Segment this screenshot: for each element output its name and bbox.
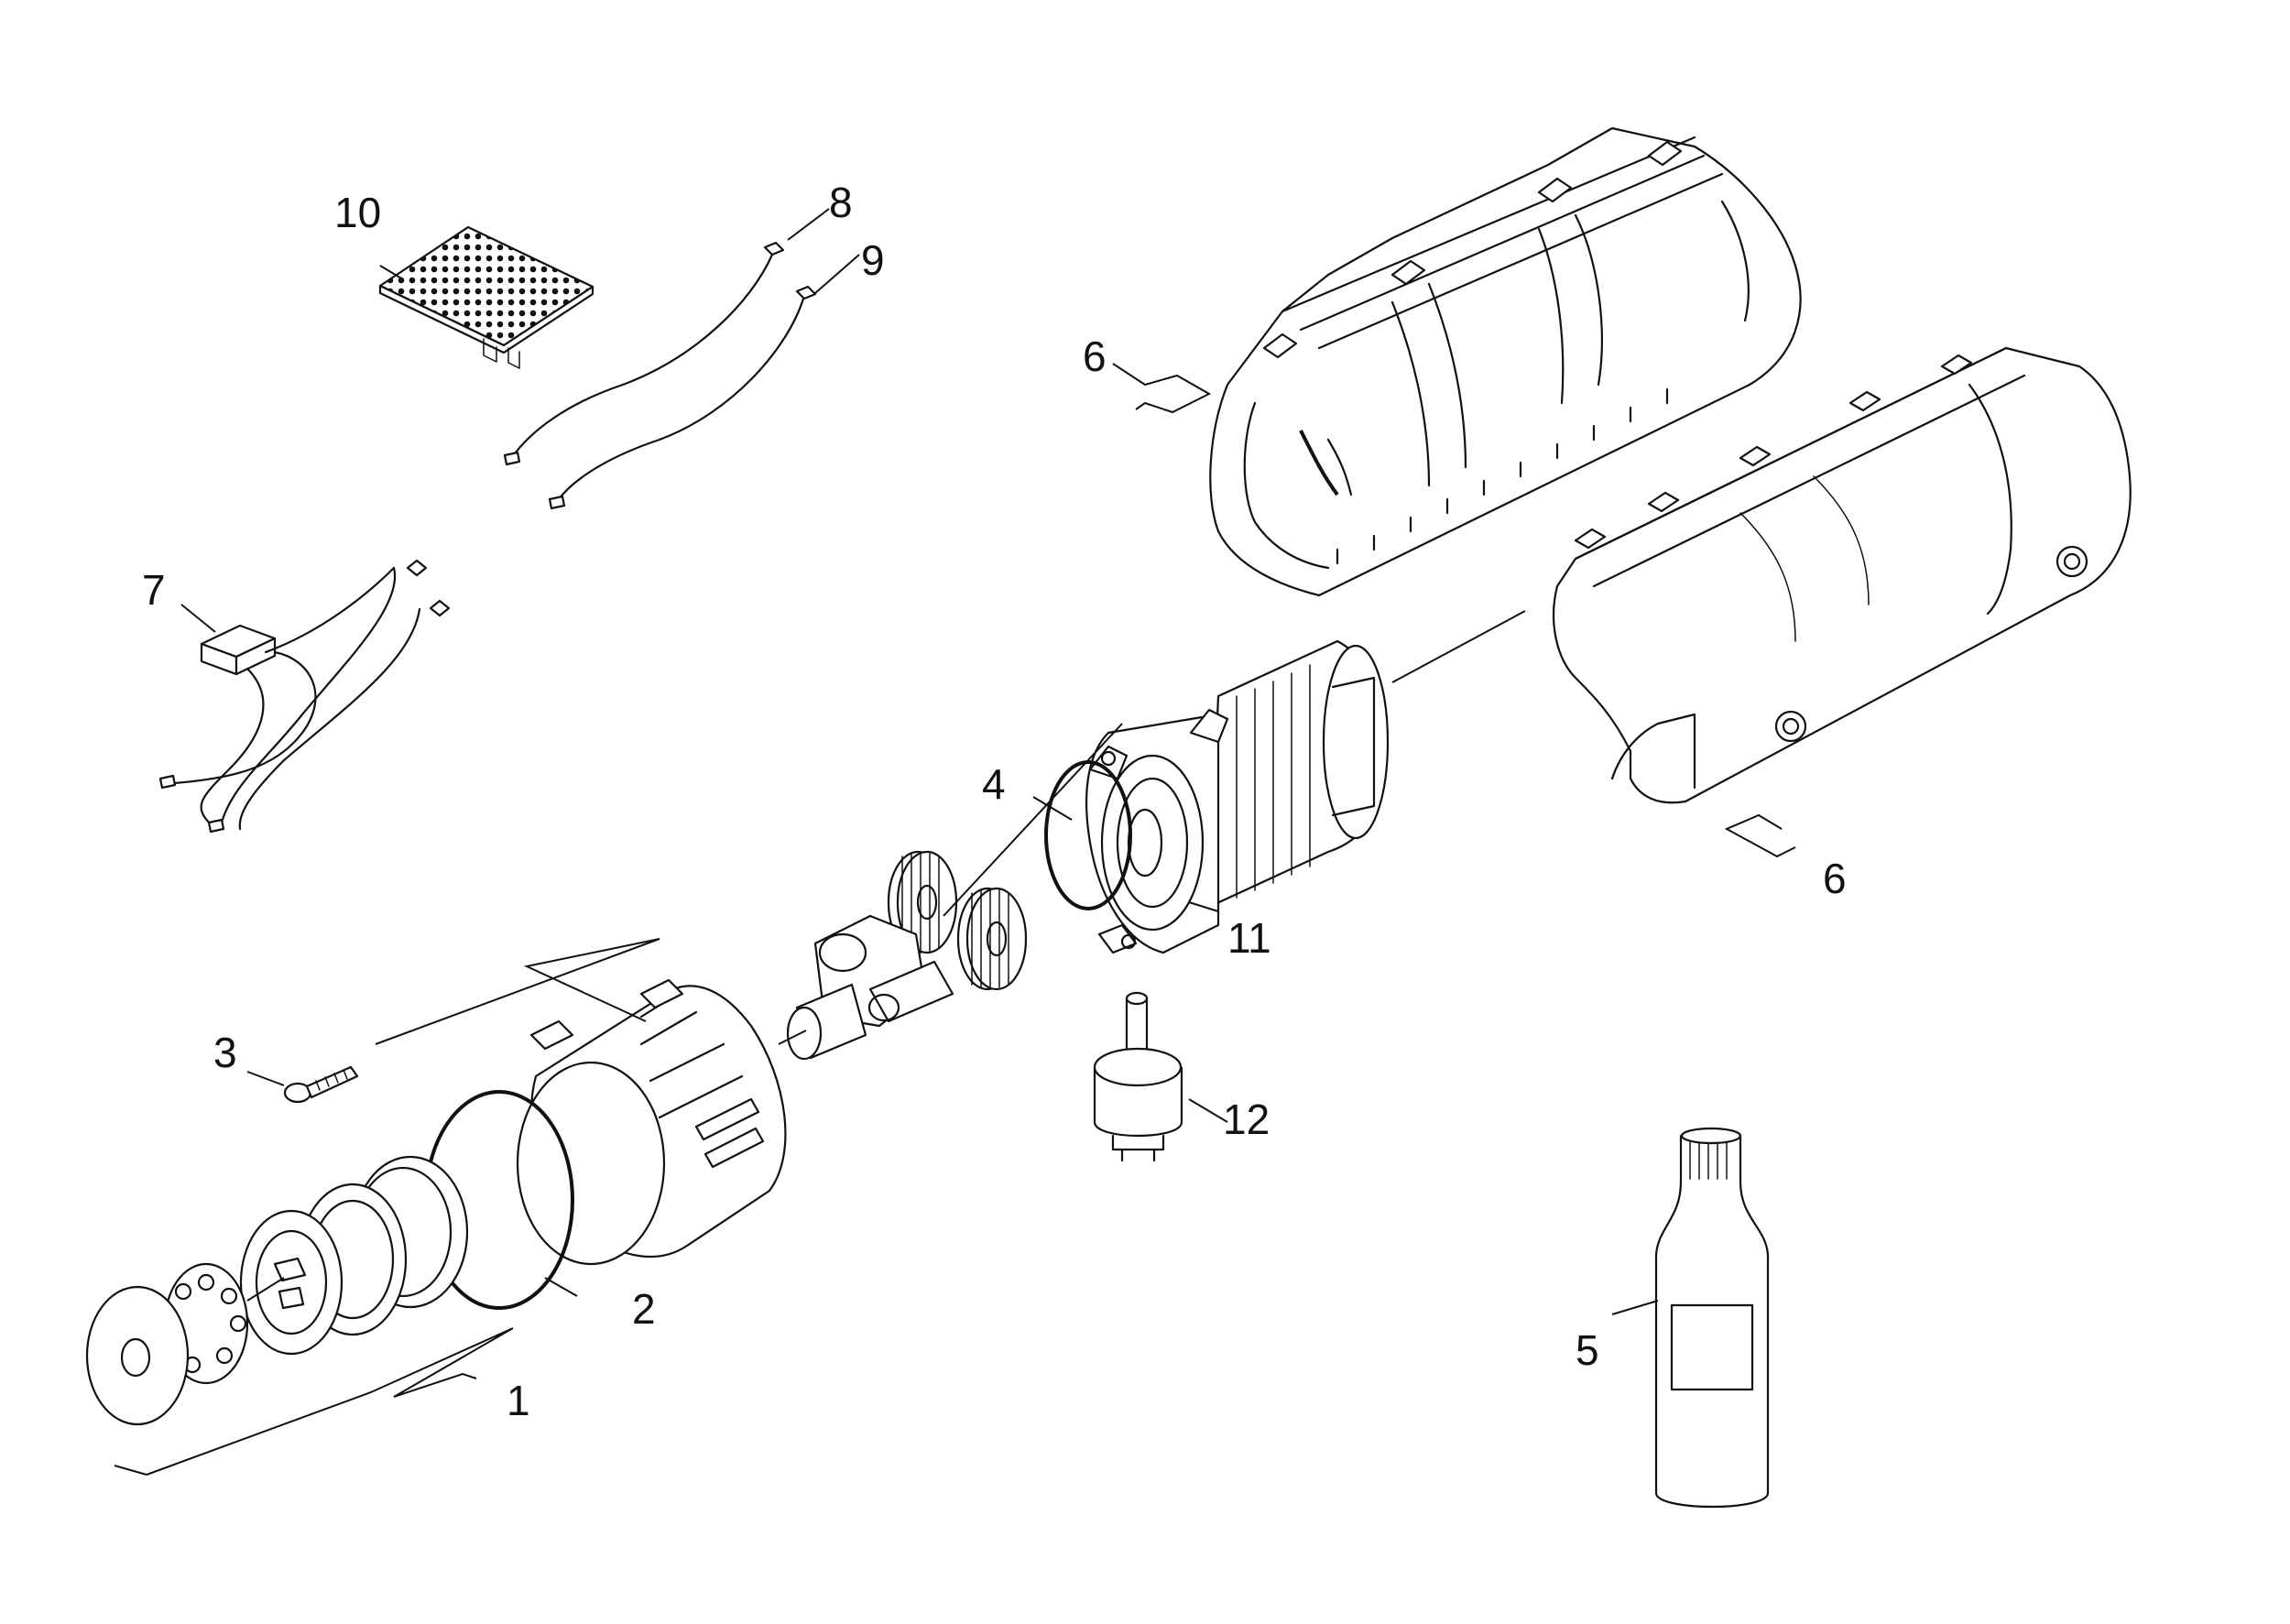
part-10-filter-plate <box>378 225 594 369</box>
gear-lower <box>956 887 1028 991</box>
callout-10: 10 <box>334 189 381 236</box>
part-4-o-ring <box>1044 760 1132 910</box>
leader-lines <box>114 208 1796 1476</box>
part-8-cable <box>503 241 785 466</box>
callout-4: 4 <box>982 760 1006 808</box>
part-11-motor <box>1085 639 1390 954</box>
part-6-lower-housing <box>1552 346 2132 804</box>
part-12-damper <box>1093 991 1183 1162</box>
gear-upper <box>887 850 958 954</box>
callout-numbers: 1 2 3 4 5 6 6 7 8 9 10 11 12 <box>142 179 1847 1424</box>
callout-5: 5 <box>1576 1326 1599 1374</box>
callout-8: 8 <box>829 179 853 226</box>
part-6-upper-housing <box>1209 126 1802 597</box>
part-7-connector-harness <box>158 559 451 834</box>
callout-12: 12 <box>1223 1095 1270 1143</box>
callout-1: 1 <box>507 1377 530 1424</box>
callout-2: 2 <box>632 1285 656 1333</box>
part-5-oil-bottle <box>1654 1127 1770 1509</box>
part-9-cable <box>548 285 817 510</box>
callout-6-lower: 6 <box>1823 855 1847 902</box>
callout-7: 7 <box>142 566 166 614</box>
callout-9: 9 <box>861 236 885 284</box>
part-1-swash-plate-set <box>85 1155 469 1426</box>
callout-6-upper: 6 <box>1083 332 1107 380</box>
shaft-carrier <box>786 914 954 1061</box>
callout-11: 11 <box>1227 914 1271 962</box>
pump-housing <box>516 978 787 1266</box>
callout-3: 3 <box>213 1029 237 1076</box>
part-3-screw <box>283 1065 359 1104</box>
